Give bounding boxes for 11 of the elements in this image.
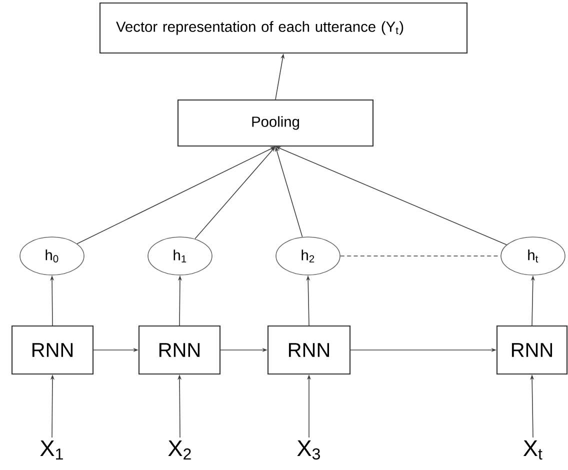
rnn-box: RNN (138, 325, 221, 375)
input-label: X$_{1}$ (40, 440, 63, 460)
input-label: X$_{t}$ (523, 440, 542, 460)
pooling-box: Pooling (177, 99, 374, 147)
rnn-box: RNN (496, 325, 568, 375)
rnn-box: RNN (267, 325, 351, 375)
input-label: X$_{2}$ (168, 440, 191, 460)
rnn-box: RNN (11, 325, 94, 375)
input-label: X$_{3}$ (297, 440, 320, 460)
output-box: Vector representation of each utterance (Y$_{t}$) (99, 2, 468, 54)
arrow (194, 146, 276, 240)
